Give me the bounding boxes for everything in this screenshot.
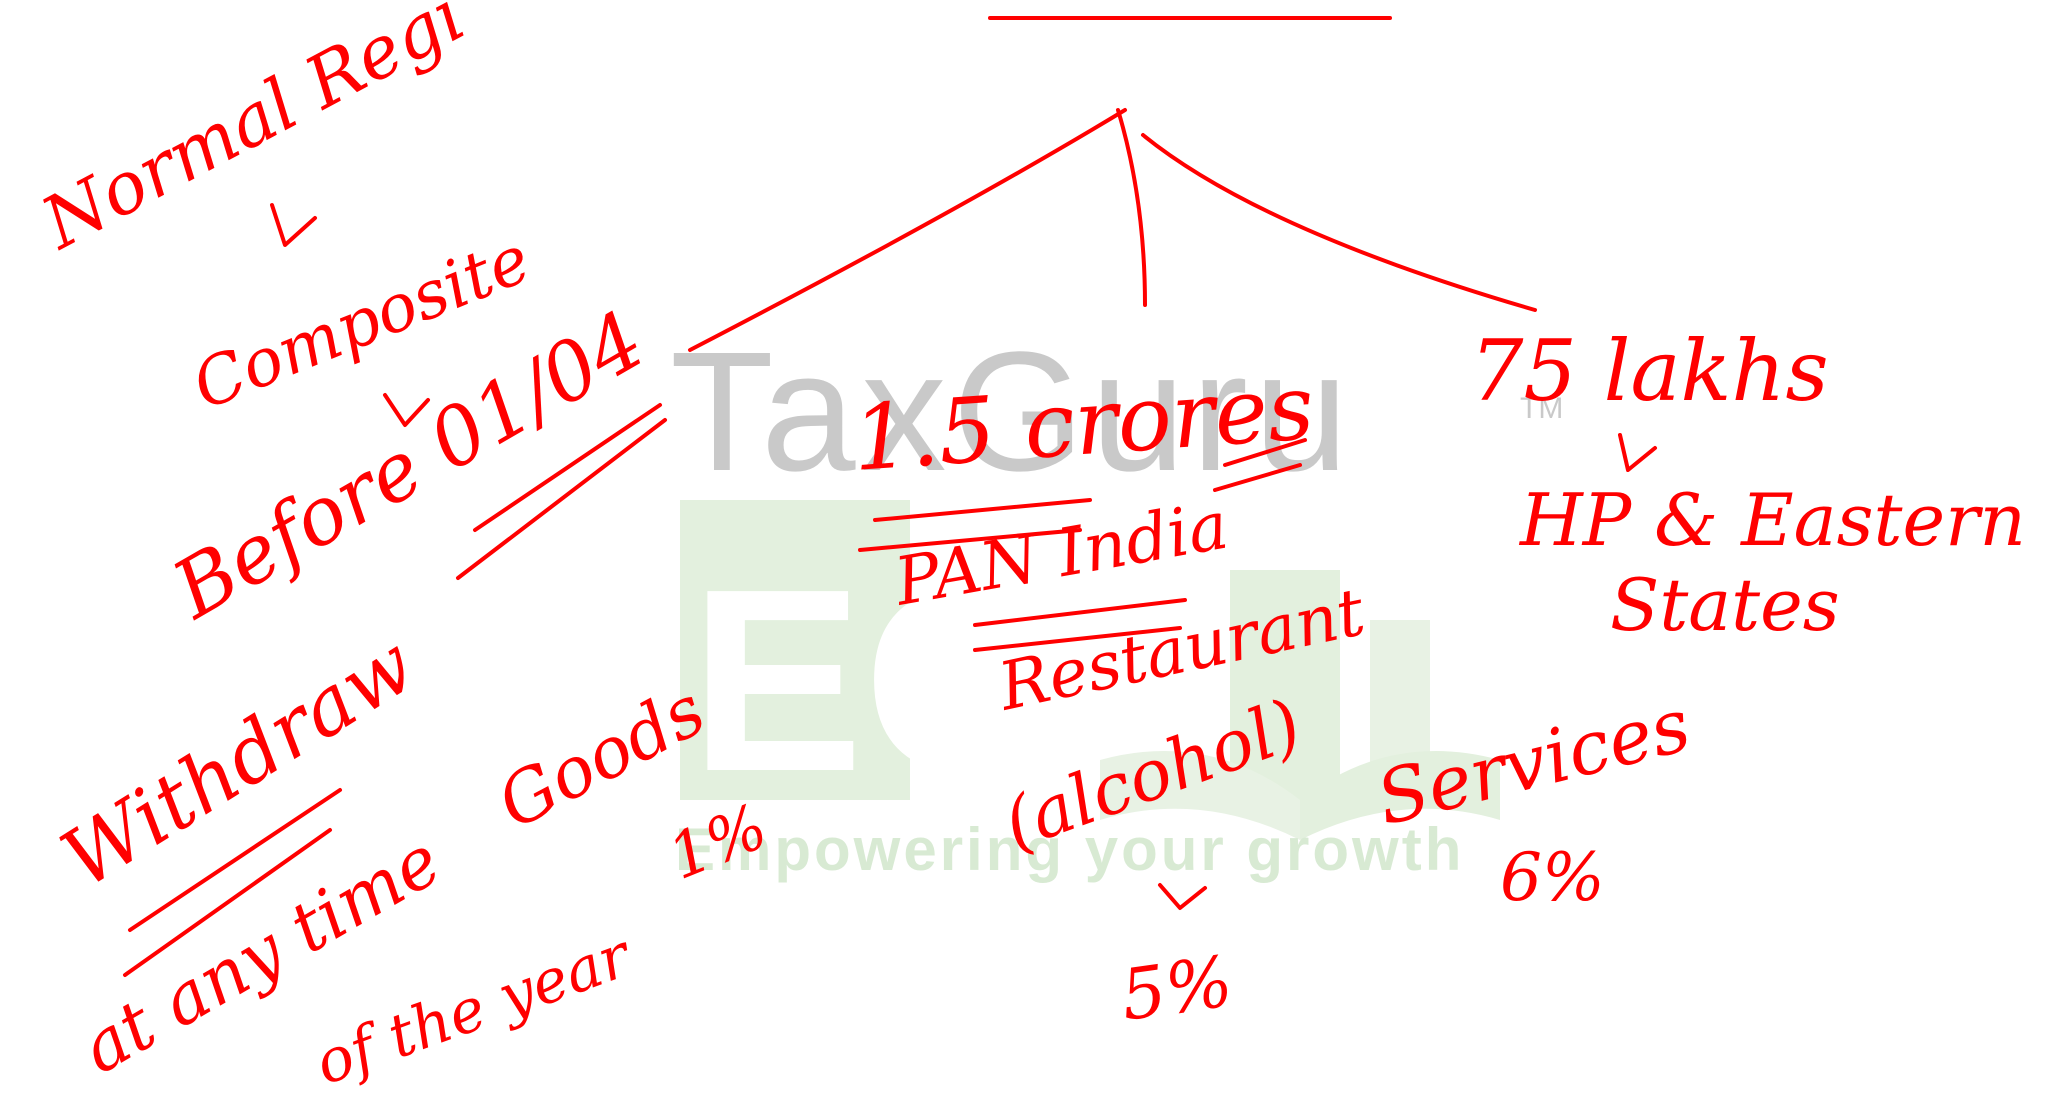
arrow-down-alcohol xyxy=(1158,883,1207,910)
svg-text:1.5 crores: 1.5 crores xyxy=(849,355,1317,492)
branch-center xyxy=(1116,108,1147,307)
note-hp-eastern: HP & Eastern xyxy=(1518,478,2026,562)
underline-pan-1 xyxy=(973,598,1187,627)
arrow-down-2 xyxy=(383,393,430,427)
note-goods-rate: 1% xyxy=(658,789,777,894)
underline-limit-2 xyxy=(1213,463,1302,492)
watermark-trademark: TM xyxy=(1520,392,1563,425)
underline-date-1 xyxy=(473,403,662,532)
underline-withdraw-2 xyxy=(123,828,332,977)
svg-text:Services: Services xyxy=(1369,682,1699,843)
watermark-logo-bar xyxy=(1230,570,1340,800)
note-states: States xyxy=(1610,563,1840,647)
underline-limit-1 xyxy=(1223,438,1307,467)
svg-text:Restaurant: Restaurant xyxy=(991,573,1371,726)
watermark-logo-letters: EG xyxy=(690,536,1066,826)
underline-limit-3 xyxy=(873,498,1092,522)
branch-left xyxy=(688,108,1127,352)
svg-text:5%: 5% xyxy=(1116,940,1237,1037)
underline-withdraw-1 xyxy=(128,788,342,932)
note-normal-regi: Normal Regi xyxy=(27,0,478,266)
open-book-icon xyxy=(1100,751,1500,840)
arrow-down-1 xyxy=(270,203,317,247)
note-limit-right: 75 lakhs xyxy=(1470,322,1829,420)
branch-right xyxy=(1141,133,1537,312)
svg-text:Normal Regi: Normal Regi xyxy=(27,0,478,266)
underline-date-2 xyxy=(456,418,667,580)
note-restaurant: Restaurant xyxy=(991,573,1371,726)
underline-pan-2 xyxy=(973,626,1182,652)
svg-text:1%: 1% xyxy=(658,789,777,894)
underline-limit-4 xyxy=(858,528,1082,552)
watermark-tagline: Empowering your growth xyxy=(675,816,1464,883)
note-limit-center: 1.5 crores xyxy=(849,355,1317,492)
arrow-down-right xyxy=(1618,433,1657,472)
note-services: Services xyxy=(1369,682,1699,843)
note-restaurant-rate: 5% xyxy=(1116,940,1237,1037)
watermark-brand: TaxGuru xyxy=(670,317,1354,507)
note-services-rate: 6% xyxy=(1500,839,1605,916)
